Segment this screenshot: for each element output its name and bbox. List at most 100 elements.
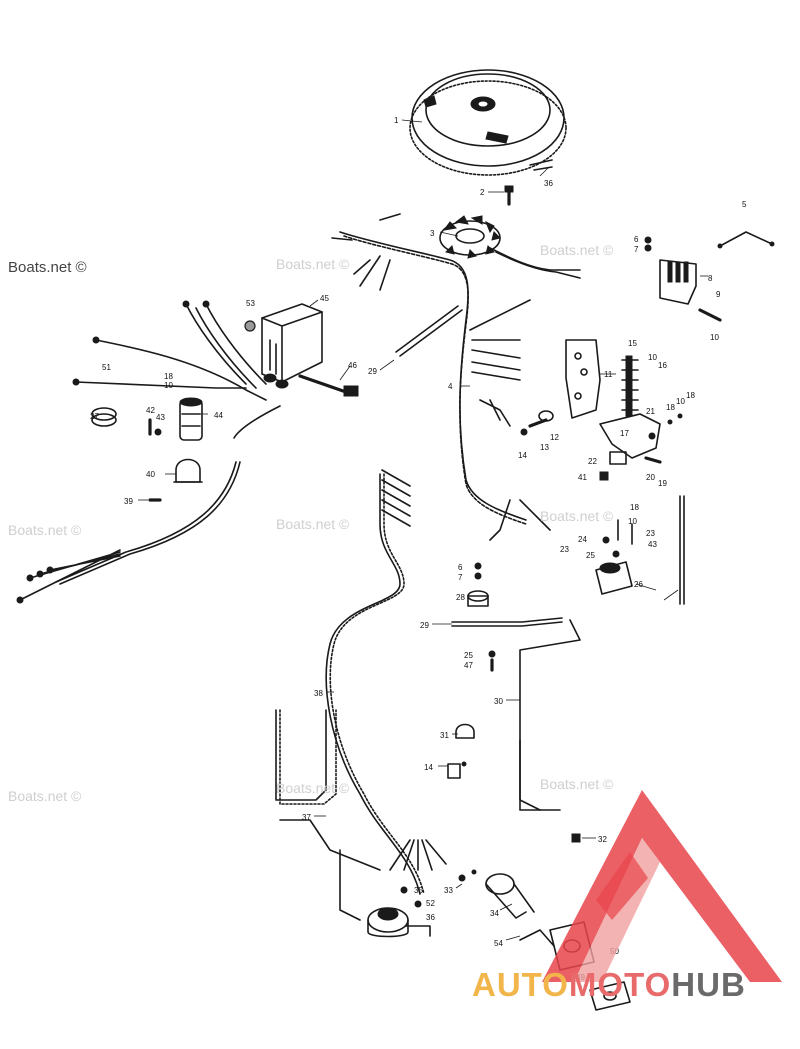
terminal-block bbox=[565, 339, 601, 419]
callout-11: 11 bbox=[604, 370, 613, 379]
remote-harness-38 bbox=[325, 469, 447, 895]
grommet-27 bbox=[91, 407, 117, 427]
callout-7-lower: 7 bbox=[458, 573, 463, 582]
callout-43-left: 43 bbox=[156, 413, 165, 422]
callout-23-left: 23 bbox=[560, 545, 569, 554]
wiring-harness bbox=[331, 213, 551, 541]
terminal-strip bbox=[621, 355, 639, 417]
callout-34: 34 bbox=[490, 909, 499, 918]
callout-33: 33 bbox=[444, 886, 453, 895]
automotohub-brand: AUTOMOTOHUB bbox=[472, 966, 746, 1004]
callout-10-mid: 10 bbox=[648, 353, 657, 362]
callout-14-lower: 14 bbox=[424, 763, 433, 772]
watermark-text: Boats.net © bbox=[276, 780, 350, 796]
callout-30: 30 bbox=[494, 697, 503, 706]
cable-57 bbox=[679, 495, 685, 605]
callout-21: 21 bbox=[646, 407, 655, 416]
screws-42-43 bbox=[148, 418, 162, 436]
callout-27: 27 bbox=[90, 412, 99, 421]
watermark-text: Boats.net © bbox=[8, 259, 87, 276]
brand-part-moto: MOTO bbox=[568, 966, 672, 1003]
switch-box bbox=[261, 303, 323, 389]
callout-14-upper: 14 bbox=[518, 451, 527, 460]
wires-37 bbox=[275, 709, 381, 921]
callout-10-bracket: 10 bbox=[676, 397, 685, 406]
callout-18-far: 18 bbox=[686, 391, 695, 400]
callout-24: 24 bbox=[578, 535, 587, 544]
callout-10-left: 10 bbox=[164, 381, 173, 390]
watermark-text: Boats.net © bbox=[8, 788, 82, 804]
callout-39: 39 bbox=[124, 497, 133, 506]
callout-31: 31 bbox=[440, 731, 449, 740]
wire-5 bbox=[717, 231, 775, 249]
watermark-text: Boats.net © bbox=[8, 522, 82, 538]
callout-41: 41 bbox=[578, 473, 587, 482]
callout-42: 42 bbox=[146, 406, 155, 415]
watermark-text: Boats.net © bbox=[540, 242, 614, 258]
callout-10-solenoid: 10 bbox=[628, 517, 637, 526]
callout-35: 35 bbox=[414, 886, 423, 895]
callout-4: 4 bbox=[448, 382, 453, 391]
callout-19: 19 bbox=[658, 479, 667, 488]
automotohub-logo-icon bbox=[542, 790, 782, 982]
callout-18-right: 18 bbox=[666, 403, 675, 412]
callout-46: 46 bbox=[348, 361, 357, 370]
wire-30 bbox=[519, 619, 581, 811]
callout-5: 5 bbox=[742, 200, 747, 209]
callout-51: 51 bbox=[102, 363, 111, 372]
callout-18-left: 18 bbox=[164, 372, 173, 381]
fasteners-25-47 bbox=[488, 650, 496, 672]
callout-6-top: 6 bbox=[634, 235, 639, 244]
callout-52: 52 bbox=[426, 899, 435, 908]
callout-32: 32 bbox=[598, 835, 607, 844]
callout-40: 40 bbox=[146, 470, 155, 479]
flywheel bbox=[409, 69, 567, 176]
callout-9: 9 bbox=[716, 290, 721, 299]
brand-part-hub: HUB bbox=[671, 966, 746, 1003]
callout-44: 44 bbox=[214, 411, 223, 420]
watermark-text: Boats.net © bbox=[276, 256, 350, 272]
key-switch bbox=[458, 869, 555, 947]
callout-25-solenoid: 25 bbox=[586, 551, 595, 560]
switch-12 bbox=[520, 410, 554, 436]
callout-36-horn: 36 bbox=[426, 913, 435, 922]
nut-53 bbox=[244, 320, 256, 332]
leader-lines bbox=[138, 119, 708, 941]
callout-10-right: 10 bbox=[710, 333, 719, 342]
watermark-text: Boats.net © bbox=[540, 776, 614, 792]
bracket-21 bbox=[599, 413, 683, 459]
callout-29-lower: 29 bbox=[420, 621, 429, 630]
clamp-40 bbox=[173, 458, 203, 483]
clamp-31 bbox=[447, 723, 475, 779]
clip-32 bbox=[571, 833, 581, 843]
callout-1: 1 bbox=[394, 116, 399, 125]
bolt-2 bbox=[504, 185, 514, 206]
callout-13: 13 bbox=[540, 443, 549, 452]
cable-29-lower bbox=[451, 617, 563, 627]
callout-43-right: 43 bbox=[648, 540, 657, 549]
callout-17: 17 bbox=[620, 429, 629, 438]
callout-22: 22 bbox=[588, 457, 597, 466]
callout-8: 8 bbox=[708, 274, 713, 283]
watermark-text: Boats.net © bbox=[276, 516, 350, 532]
callout-38: 38 bbox=[314, 689, 323, 698]
screws-35-52 bbox=[400, 886, 422, 908]
callout-6-lower: 6 bbox=[458, 563, 463, 572]
callout-20: 20 bbox=[646, 473, 655, 482]
callout-15: 15 bbox=[628, 339, 637, 348]
callout-47: 47 bbox=[464, 661, 473, 670]
starter-solenoid bbox=[595, 519, 633, 595]
callout-54: 54 bbox=[494, 939, 503, 948]
callout-7-top: 7 bbox=[634, 245, 639, 254]
bolt-46 bbox=[298, 374, 359, 397]
callout-18-solenoid: 18 bbox=[630, 503, 639, 512]
callout-16: 16 bbox=[658, 361, 667, 370]
warning-horn bbox=[367, 907, 431, 938]
callout-36-top: 36 bbox=[544, 179, 553, 188]
rectifier bbox=[644, 236, 722, 322]
callout-12: 12 bbox=[550, 433, 559, 442]
callout-26: 26 bbox=[634, 580, 643, 589]
callout-23-right: 23 bbox=[646, 529, 655, 538]
callout-28: 28 bbox=[456, 593, 465, 602]
